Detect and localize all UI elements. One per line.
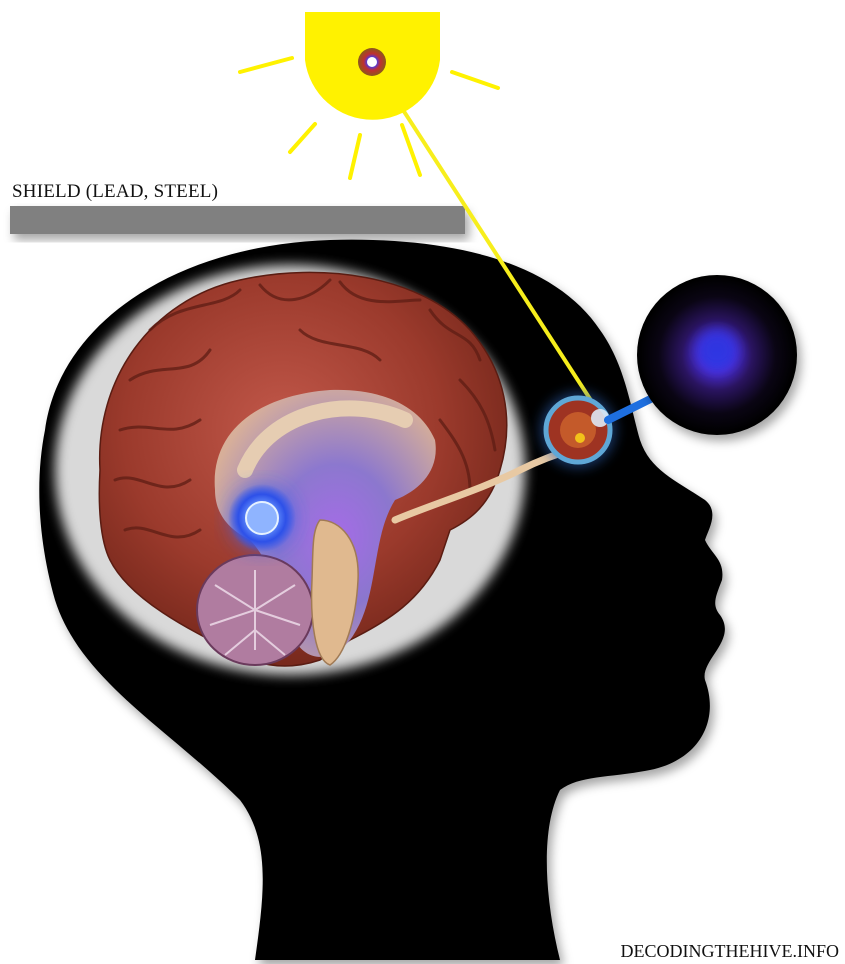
dark-orb-icon	[637, 275, 797, 435]
sun-icon	[240, 12, 498, 178]
credit-label: DECODINGTHEHIVE.INFO	[621, 941, 839, 962]
shield-bar	[10, 206, 465, 234]
shield-label: SHIELD (LEAD, STEEL)	[12, 181, 218, 203]
pineal-gland-core	[246, 502, 278, 534]
eye-icon	[540, 392, 616, 468]
